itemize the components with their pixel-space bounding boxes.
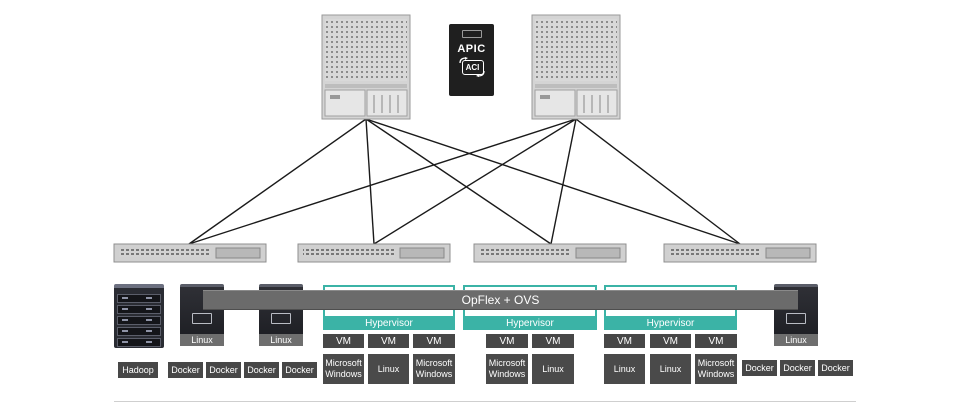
aci-cycle-icon: ACI — [457, 57, 487, 77]
link-spine1-leaf2 — [365, 118, 375, 245]
drive-slot-icon — [786, 313, 806, 324]
link-spine2-leaf2 — [373, 118, 577, 245]
linux-host-3-label: Linux — [774, 334, 818, 346]
drive-slot-icon — [271, 313, 291, 324]
vm-box: VM — [650, 334, 691, 348]
vm-box: VM — [368, 334, 409, 348]
linux-host-2-label: Linux — [259, 334, 303, 346]
drive-slot-icon — [192, 313, 212, 324]
leaf-switch-4 — [663, 243, 817, 263]
guest-os: Linux — [532, 354, 574, 384]
vm-box: VM — [486, 334, 528, 348]
spine-switch-2 — [531, 14, 621, 120]
hypervisor-3-label: Hypervisor — [604, 316, 737, 330]
leaf-switch-3 — [473, 243, 627, 263]
hypervisor-2-label: Hypervisor — [463, 316, 597, 330]
vm-box: VM — [323, 334, 364, 348]
fabric-links — [188, 118, 741, 245]
docker-label: Docker — [168, 362, 203, 378]
link-spine1-leaf1 — [188, 118, 367, 245]
link-spine1-leaf4 — [365, 118, 741, 245]
apic-title: APIC — [457, 43, 486, 55]
docker-label: Docker — [206, 362, 241, 378]
opflex-ovs-bar: OpFlex + OVS — [203, 290, 798, 310]
docker-label: Docker — [742, 360, 777, 376]
link-spine1-leaf3 — [365, 118, 552, 245]
guest-os: Microsoft Windows — [486, 354, 528, 384]
hypervisor-1-label: Hypervisor — [323, 316, 455, 330]
hadoop-rack — [114, 284, 164, 348]
docker-label: Docker — [282, 362, 317, 378]
guest-os: Microsoft Windows — [323, 354, 364, 384]
docker-label: Docker — [818, 360, 853, 376]
apic-controller: APIC ACI — [449, 24, 494, 96]
vm-box: VM — [604, 334, 645, 348]
leaf-switch-2 — [297, 243, 451, 263]
vm-box: VM — [695, 334, 737, 348]
drive-slot-icon — [461, 30, 482, 38]
hadoop-label: Hadoop — [118, 362, 158, 378]
baseline-rule — [114, 401, 856, 402]
guest-os: Microsoft Windows — [413, 354, 455, 384]
link-spine2-leaf3 — [550, 118, 577, 245]
vm-box: VM — [413, 334, 455, 348]
guest-os: Linux — [604, 354, 645, 384]
docker-label: Docker — [244, 362, 279, 378]
link-spine2-leaf1 — [188, 118, 577, 245]
link-spine2-leaf4 — [575, 118, 741, 245]
docker-label: Docker — [780, 360, 815, 376]
vm-box: VM — [532, 334, 574, 348]
spine-switch-1 — [321, 14, 411, 120]
guest-os: Linux — [368, 354, 409, 384]
aci-badge: ACI — [461, 60, 484, 75]
guest-os: Linux — [650, 354, 691, 384]
guest-os: Microsoft Windows — [695, 354, 737, 384]
leaf-switch-1 — [113, 243, 267, 263]
linux-host-1-label: Linux — [180, 334, 224, 346]
